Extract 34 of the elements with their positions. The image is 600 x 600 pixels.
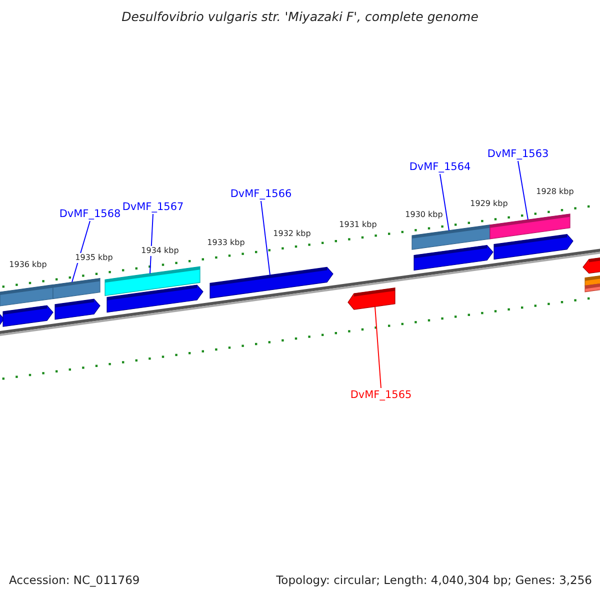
gene-label: DvMF_1568 — [59, 207, 121, 221]
gene-block — [2, 305, 54, 327]
scale-label: 1931 kbp — [338, 220, 378, 230]
scale-label: 1933 kbp — [206, 238, 246, 248]
gene-bar — [412, 224, 490, 250]
gene-block — [494, 234, 574, 260]
accession-text: Accession: NC_011769 — [9, 573, 140, 587]
scale-label: 1934 kbp — [140, 246, 180, 256]
scale-label: 1935 kbp — [74, 253, 114, 263]
leader-line — [518, 160, 528, 220]
gene-bar — [584, 282, 600, 292]
gene-bar — [490, 214, 570, 240]
gene-label: DvMF_1563 — [487, 147, 549, 161]
gene-label: DvMF_1565 — [350, 388, 412, 402]
scale-label: 1929 kbp — [469, 199, 509, 209]
gene-bar — [52, 278, 100, 300]
gene-block — [348, 288, 396, 310]
gene-bar — [0, 284, 54, 306]
gene-label: DvMF_1567 — [122, 200, 184, 214]
gene-block — [106, 284, 204, 313]
title: Desulfovibrio vulgaris str. 'Miyazaki F', complete genome — [122, 10, 478, 24]
scale-label: 1936 kbp — [8, 260, 48, 270]
genome-summary-text: Topology: circular; Length: 4,040,304 bp; Genes: 3,256 — [276, 573, 592, 587]
scale-label: 1932 kbp — [272, 229, 312, 239]
gene-label: DvMF_1566 — [230, 187, 292, 201]
gene-block — [414, 244, 494, 271]
leader-line — [374, 306, 382, 388]
gene-block — [582, 256, 600, 274]
scale-label: 1928 kbp — [535, 187, 575, 197]
gene-block — [210, 266, 334, 299]
leader-line — [260, 200, 270, 276]
gene-block — [54, 298, 100, 320]
gene-label: DvMF_1564 — [409, 160, 471, 174]
scale-label: 1930 kbp — [404, 210, 444, 220]
